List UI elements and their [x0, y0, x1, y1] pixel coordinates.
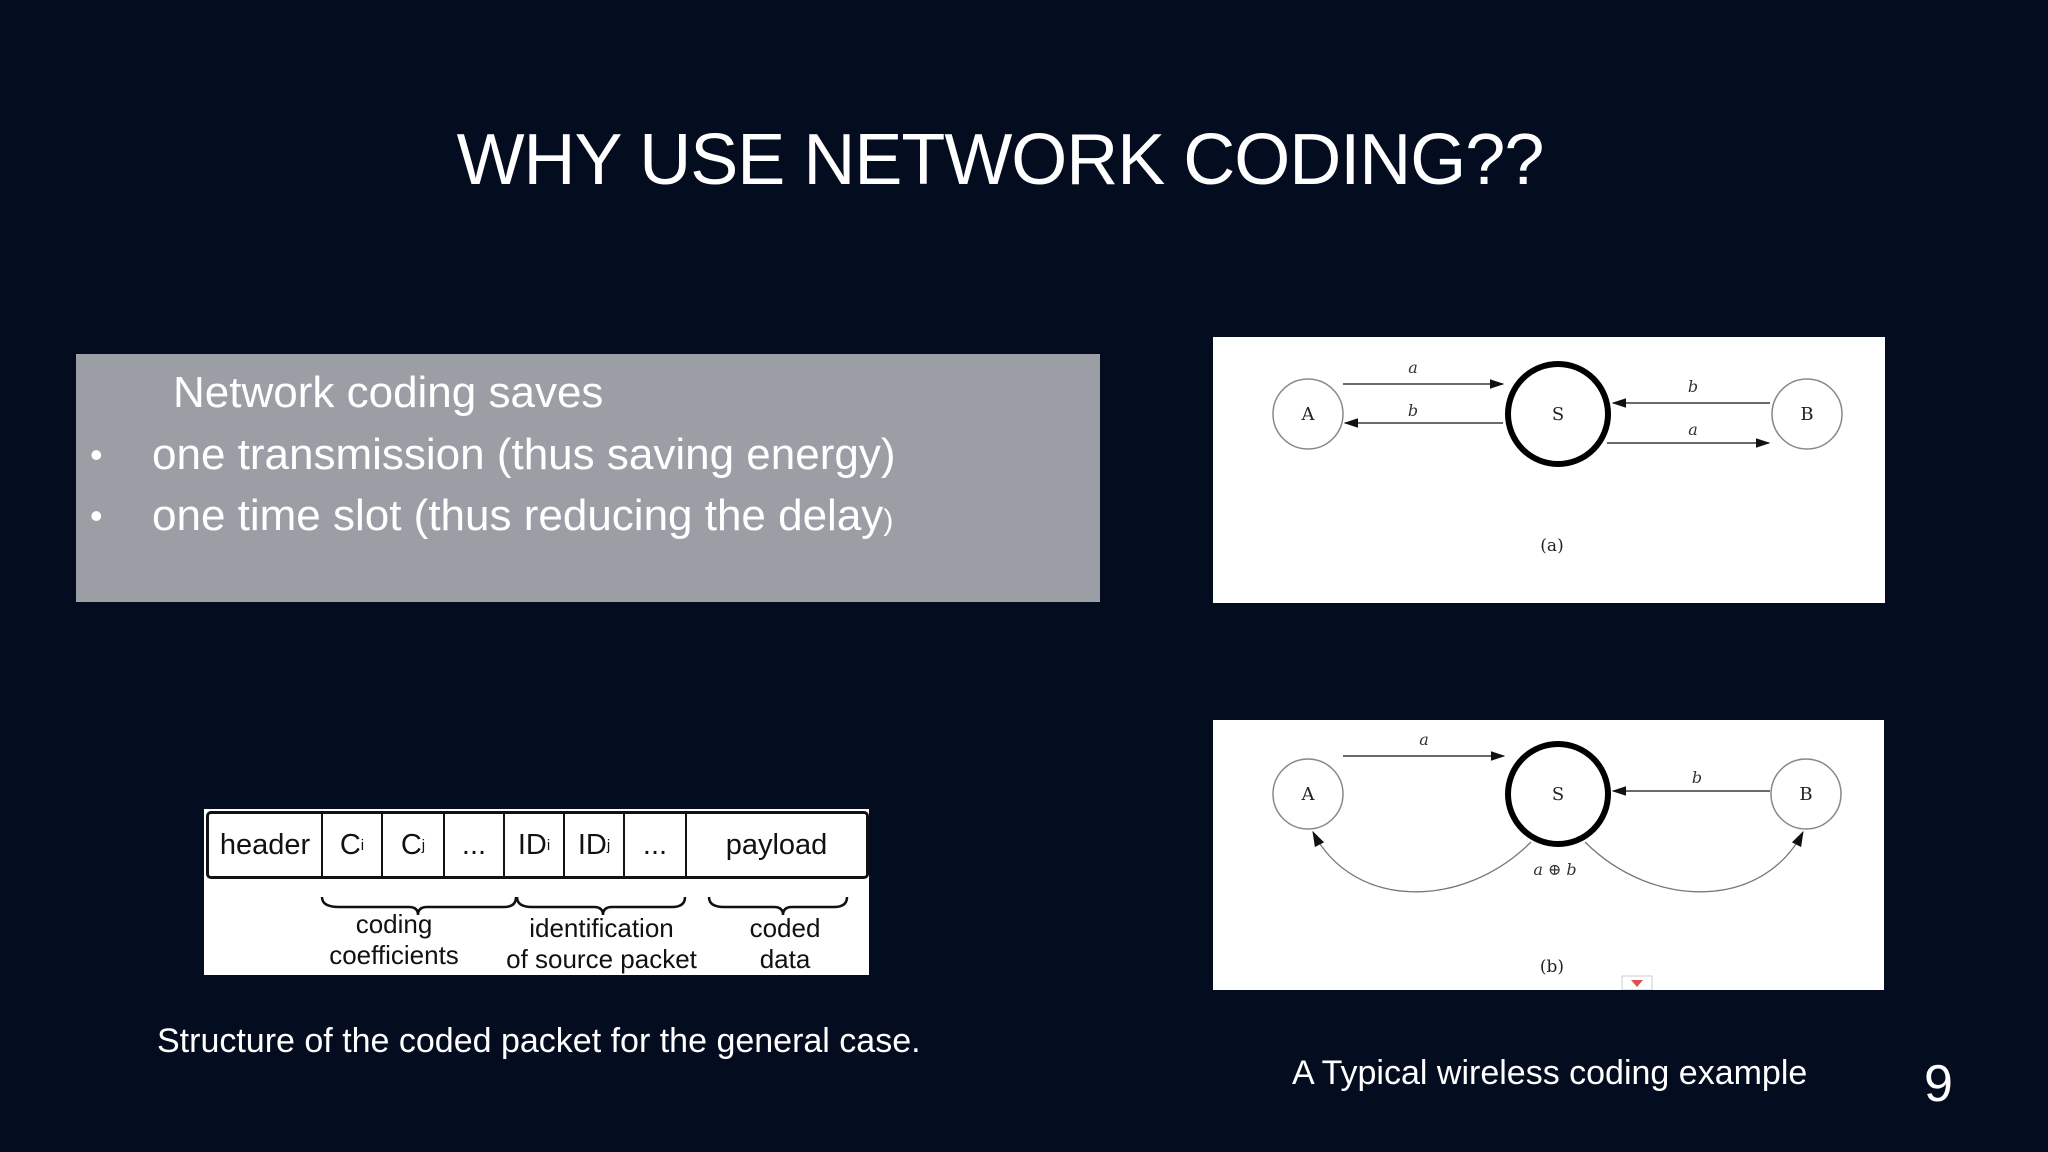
figure-b-diagram: A S B a b a ⊕ b (b) — [1272, 730, 1842, 990]
bullet-icon: • — [90, 434, 103, 475]
packet-cell-ellipsis-2: ... — [625, 814, 687, 876]
edge-label-b-right: b — [1688, 377, 1698, 396]
bullet-text: one transmission (thus saving energy) — [152, 430, 896, 479]
packet-cell-payload: payload — [725, 828, 828, 861]
node-a-label: A — [1301, 784, 1316, 805]
broken-image-glyph — [1631, 980, 1643, 987]
figure-a-diagram: A S B a b b a (a) — [1272, 358, 1843, 556]
bullet-icon: • — [90, 495, 103, 536]
label-coding-coefficients: coding coefficients — [329, 909, 459, 970]
node-b-circle — [1771, 378, 1843, 450]
brace-identification — [515, 896, 687, 916]
packet-cell-ellipsis-1: ... — [445, 814, 505, 876]
brace-coding — [320, 896, 518, 916]
label-coded-data: coded data — [749, 913, 821, 974]
node-s-label: S — [1552, 784, 1564, 805]
figure-a: A S B a b b a (a) — [1213, 337, 1885, 603]
node-a-circle — [1272, 758, 1344, 830]
edge-label-xor: a ⊕ b — [1533, 860, 1576, 879]
text-box: Network coding saves • one transmission … — [76, 354, 1100, 602]
figure-caption: A Typical wireless coding example — [1292, 1054, 1808, 1092]
figure-a-caption: (a) — [1540, 536, 1563, 556]
node-s-circle — [1505, 361, 1611, 467]
node-s-label: S — [1552, 404, 1564, 425]
node-s-circle — [1505, 741, 1611, 847]
edge-s-to-a-broadcast — [1312, 830, 1532, 893]
text-box-heading: Network coding saves — [173, 368, 604, 417]
node-a-circle — [1272, 378, 1344, 450]
bullet-suffix: ) — [883, 504, 894, 537]
edge-label-b-top: b — [1692, 768, 1702, 787]
slide-title: WHY USE NETWORK CODING?? — [456, 120, 1545, 200]
edge-label-a-right: a — [1688, 420, 1698, 439]
edge-s-to-b-broadcast — [1584, 830, 1804, 893]
label-identification: identification of source packet — [506, 913, 697, 974]
node-b-label: B — [1800, 404, 1813, 425]
figure-b: A S B a b a ⊕ b (b) — [1213, 720, 1884, 990]
node-b-circle — [1770, 758, 1842, 830]
packet-caption: Structure of the coded packet for the ge… — [157, 1022, 921, 1060]
edge-label-a-top: a — [1419, 730, 1429, 749]
edge-label-a-top: a — [1408, 358, 1418, 377]
node-b-label: B — [1799, 784, 1812, 805]
brace-data — [707, 896, 849, 916]
packet-braces — [320, 896, 849, 916]
packet-cell-header: header — [209, 814, 323, 876]
page-number: 9 — [1924, 1055, 1953, 1113]
figure-b-caption: (b) — [1540, 957, 1564, 977]
bullet-text: one time slot (thus reducing the delay — [152, 491, 884, 540]
edge-label-b-left: b — [1408, 401, 1418, 420]
node-a-label: A — [1301, 404, 1316, 425]
